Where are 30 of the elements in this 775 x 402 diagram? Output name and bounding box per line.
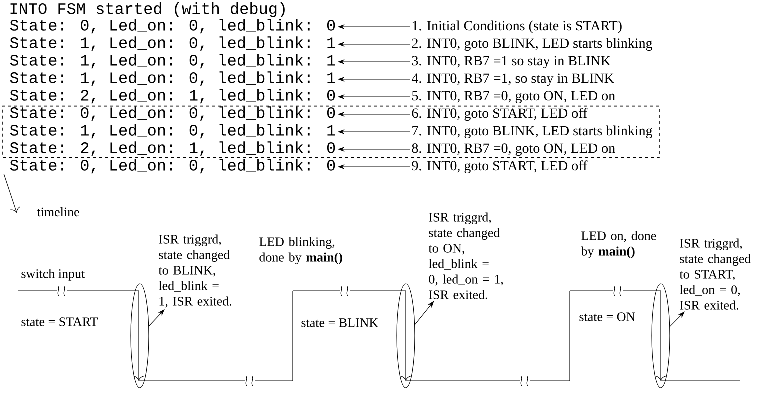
log-line: State: 1, Led_on: 0, led_blink: 1 — [10, 72, 336, 86]
isr-note: ISR triggrd, state changed to START, led_on = 0, ISR exited. — [680, 238, 752, 310]
log-line: State: 1, Led_on: 0, led_blink: 1 — [10, 124, 336, 139]
annotation-text: 2. INT0, goto BLINK, LED starts blinking — [412, 38, 653, 52]
log-line: State: 2, Led_on: 1, led_blink: 0 — [10, 89, 336, 104]
ellipse-marker — [652, 284, 670, 388]
dashed-frame — [2, 106, 660, 158]
log-line: State: 1, Led_on: 0, led_blink: 1 — [10, 36, 336, 52]
isr-note: ISR triggrd, state changed to ON, led_blink = 0, led_on = 1, ISR exited. — [428, 212, 504, 300]
annotation-text: 9. INT0, goto START, LED off — [412, 160, 588, 174]
log-line: State: 2, Led_on: 1, led_blink: 0 — [10, 142, 336, 156]
log-line: State: 0, Led_on: 0, led_blink: 0 — [10, 19, 336, 34]
console-heading: INTO FSM started (with debug) — [10, 2, 285, 18]
ellipse-marker — [130, 284, 150, 388]
timeline-label: timeline — [37, 207, 80, 217]
isr-note: ISR triggrd, state changed to BLINK, led_blink = 1, ISR exited. — [158, 234, 232, 308]
ellipse-marker — [396, 284, 416, 388]
log-line: State: 0, Led_on: 0, led_blink: 0 — [10, 106, 336, 122]
state-label: state = ON — [580, 312, 636, 322]
annotation-text: 4. INT0, RB7 =1, so stay in BLINK — [412, 74, 614, 86]
log-line: State: 0, Led_on: 0, led_blink: 0 — [10, 159, 336, 174]
phase-note: LED blinking, done by main() — [260, 237, 342, 265]
annotation-text: 1. Initial Conditions (state is START) — [412, 20, 622, 34]
annotation-text: 6. INT0, goto START, LED off — [412, 108, 588, 122]
state-label: state = START — [22, 318, 98, 326]
annotation-text: 8. INT0, RB7 =0, goto ON, LED on — [412, 144, 616, 156]
annotation-text: 5. INT0, RB7 =0, goto ON, LED on — [412, 91, 616, 104]
annotation-text: 3. INT0, RB7 =1 so stay in BLINK — [412, 56, 611, 69]
annotation-text: 7. INT0, goto BLINK, LED starts blinking — [412, 126, 653, 139]
log-line: State: 1, Led_on: 0, led_blink: 1 — [10, 54, 336, 69]
